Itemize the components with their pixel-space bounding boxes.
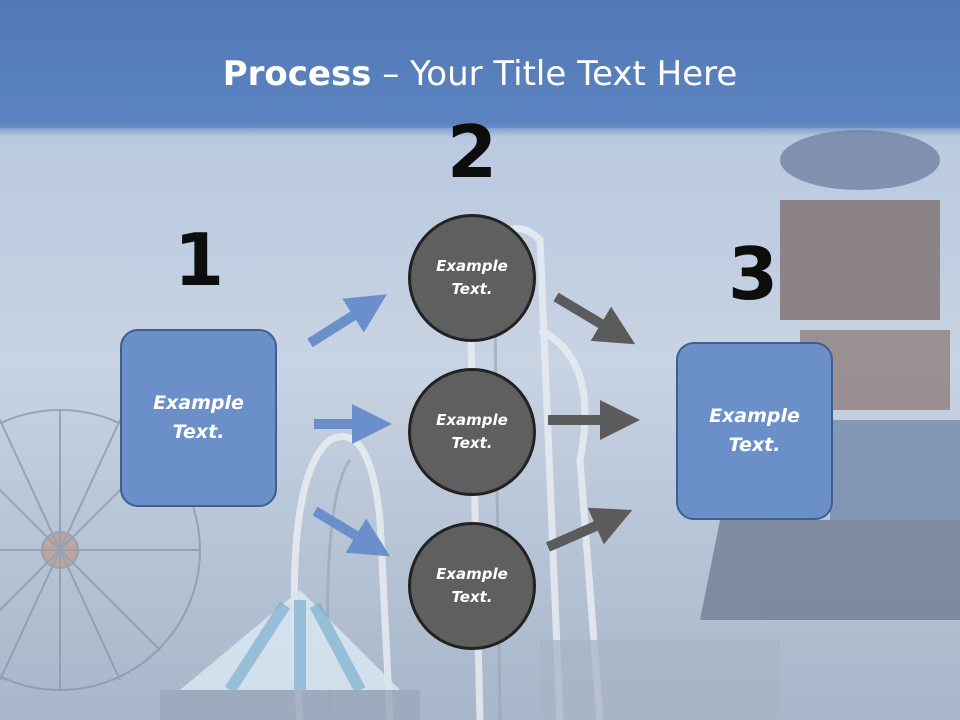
title-bold: Process (222, 54, 372, 94)
right-box-text: Example Text. (709, 405, 800, 456)
circle-bottom-text: Example Text. (436, 565, 508, 606)
circle-middle: Example Text. (408, 368, 536, 496)
arrow-top-to-right (553, 292, 636, 345)
slide-title: Process – Your Title Text Here (0, 52, 960, 96)
right-process-box: Example Text. (676, 342, 833, 520)
arrow-bottom-to-right (545, 507, 633, 552)
arrow-left-to-bottom (312, 506, 391, 557)
arrow-left-to-top (307, 294, 387, 348)
step-number-2: 2 (446, 110, 498, 194)
circle-bottom: Example Text. (408, 522, 536, 650)
step-number-3: 3 (727, 232, 779, 316)
circle-middle-text: Example Text. (436, 411, 508, 452)
left-process-box: Example Text. (120, 329, 277, 507)
step-number-1: 1 (173, 218, 225, 302)
circle-top-text: Example Text. (436, 257, 508, 298)
title-rest: – Your Title Text Here (371, 54, 738, 94)
left-box-text: Example Text. (153, 392, 244, 443)
circle-top: Example Text. (408, 214, 536, 342)
